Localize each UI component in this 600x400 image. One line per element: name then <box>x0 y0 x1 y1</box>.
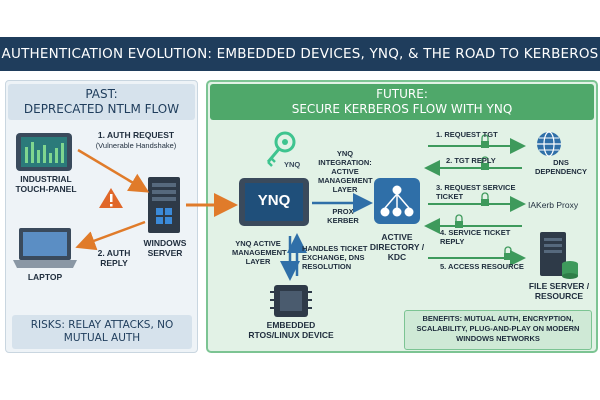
lock-icon <box>455 134 512 260</box>
future-heading-line2: SECURE KERBEROS FLOW WITH YNQ <box>291 102 513 116</box>
page-title: AUTHENTICATION EVOLUTION: EMBEDDED DEVIC… <box>0 37 600 71</box>
title-text: AUTHENTICATION EVOLUTION: EMBEDDED DEVIC… <box>1 46 599 62</box>
kerberos-step2-label: 2. TGT REPLY <box>446 156 496 165</box>
key-icon <box>266 131 296 167</box>
benefits-box: BENEFITS: MUTUAL AUTH, ENCRYPTION, SCALA… <box>404 310 592 350</box>
laptop-label: LAPTOP <box>27 272 63 282</box>
handles-label: HANDLES TICKET EXCHANGE, DNS RESOLUTION <box>302 244 368 271</box>
past-heading-line1: PAST: <box>85 87 118 101</box>
laptop-icon <box>13 228 77 268</box>
kerberos-step4-label: 4. SERVICE TICKET REPLY <box>440 228 511 246</box>
kerberos-step5-label: 5. ACCESS RESOURCE <box>440 262 524 271</box>
future-heading: FUTURE: SECURE KERBEROS FLOW WITH YNQ <box>210 84 594 120</box>
chip-icon <box>270 285 312 317</box>
ynq-integration-label: YNQ INTEGRATION: ACTIVE MANAGEMENT LAYER <box>318 149 373 194</box>
iakerb-label: IAKerb Proxy <box>528 200 579 210</box>
warning-icon <box>99 188 123 208</box>
future-heading-line1: FUTURE: <box>376 87 428 101</box>
ynq-active-label: YNQ ACTIVE MANAGEMENT LAYER <box>232 239 287 266</box>
ynq-device-icon <box>239 178 309 226</box>
past-heading-line2: DEPRECATED NTLM FLOW <box>23 102 180 116</box>
past-step2-label: 2. AUTH REPLY <box>97 248 131 268</box>
touch-panel-label: INDUSTRIAL TOUCH-PANEL <box>15 174 77 194</box>
prox-kerber-label: PROX KERBER <box>327 207 359 225</box>
device-screen-label: YNQ <box>257 192 291 209</box>
key-tag-label: YNQ <box>284 160 301 169</box>
past-step1-note: (Vulnerable Handshake) <box>95 141 177 150</box>
embedded-device-label: EMBEDDED RTOS/LINUX DEVICE <box>248 320 334 340</box>
kerberos-step1-label: 1. REQUEST TGT <box>436 130 498 139</box>
windows-server-label: WINDOWS SERVER <box>143 238 187 258</box>
active-directory-label: ACTIVE DIRECTORY / KDC <box>369 232 425 262</box>
active-directory-icon <box>374 178 420 224</box>
kerberos-step3-label: 3. REQUEST SERVICE TICKET <box>436 183 516 201</box>
file-server-label: FILE SERVER / RESOURCE <box>528 281 590 301</box>
risks-box: RISKS: RELAY ATTACKS, NO MUTUAL AUTH <box>12 315 192 349</box>
file-server-icon <box>540 232 578 279</box>
globe-icon <box>537 131 561 157</box>
touch-panel-icon <box>16 133 72 171</box>
windows-server-icon <box>148 177 180 233</box>
past-step1-label: 1. AUTH REQUEST <box>97 130 175 140</box>
past-heading: PAST: DEPRECATED NTLM FLOW <box>8 84 195 120</box>
dns-label: DNS DEPENDENCY <box>534 158 588 176</box>
